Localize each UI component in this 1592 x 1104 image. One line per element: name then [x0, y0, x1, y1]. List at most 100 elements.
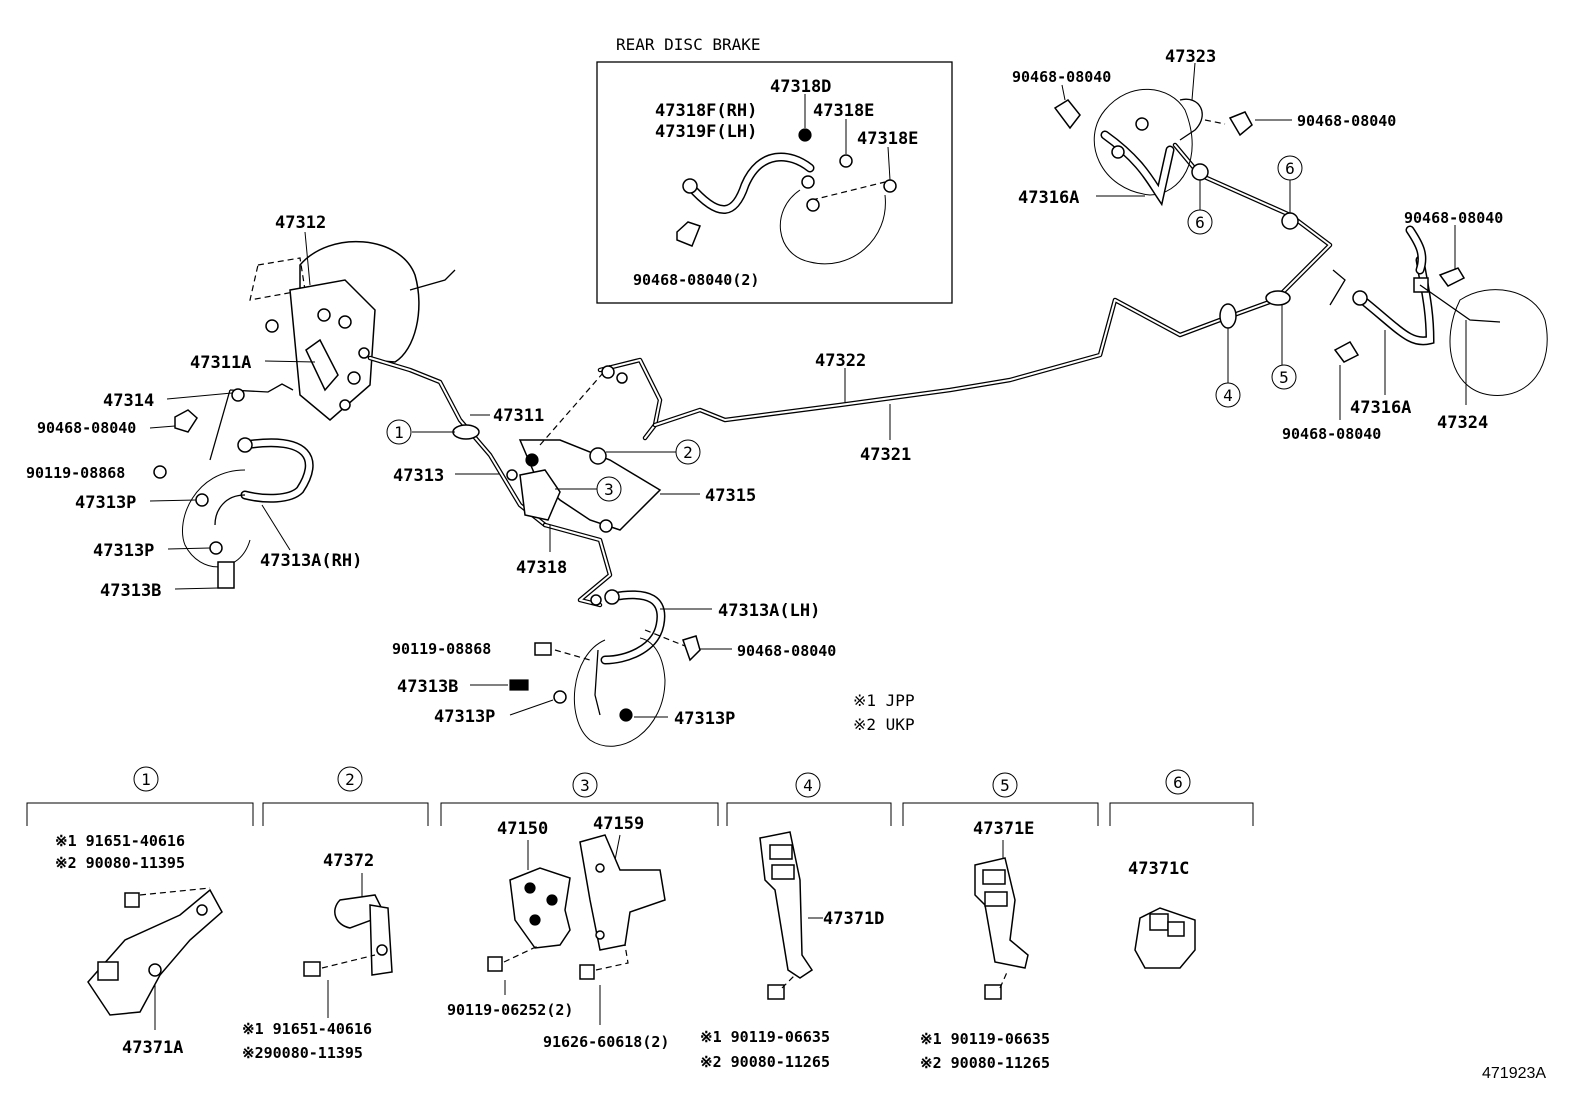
- detail-4-bolt: [767, 984, 785, 1000]
- rear-disc-brake-inset: REAR DISC BRAKE 47318D 47318E 47318E 473…: [596, 35, 953, 304]
- detail-5-bolt: [984, 984, 1002, 1000]
- label-47318d: 47318D: [770, 77, 831, 97]
- inset-clip-icon: [676, 221, 701, 247]
- detail-1-part-a: ※1 91651-40616: [55, 832, 185, 850]
- label-47321: 47321: [860, 445, 911, 465]
- rear-lh-hose-group: [1329, 225, 1548, 396]
- bleeder-47318d: [798, 128, 812, 142]
- label-47318e-a: 47318E: [813, 101, 874, 121]
- label-47313a-lh: 47313A(LH): [718, 601, 820, 621]
- label-47324: 47324: [1437, 413, 1488, 433]
- label-47313p-1: 47313P: [75, 493, 136, 513]
- detail-3-part-b: 47159: [593, 814, 644, 834]
- master-cylinder-bracket: [289, 279, 376, 421]
- callout-3: [596, 476, 622, 502]
- detail-2-marker: [337, 766, 363, 792]
- note-jpp: ※1 JPP: [853, 691, 915, 710]
- label-47313p-4: 47313P: [674, 709, 735, 729]
- svg-text:6: 6: [1195, 213, 1205, 232]
- detail-panel-6: 6 47371C: [1109, 769, 1254, 969]
- inset-title: REAR DISC BRAKE: [616, 35, 761, 54]
- svg-text:2: 2: [345, 770, 355, 789]
- label-47316a-right: 47316A: [1350, 398, 1411, 418]
- svg-text:5: 5: [1279, 368, 1289, 387]
- detail-3-marker: [572, 772, 598, 798]
- detail-panel-5: 5 47371E ※1 90119-06635 ※2 90080-11265: [902, 772, 1099, 1072]
- callout-markers: 1 2 3 4 5 6 6: [386, 155, 1303, 502]
- clamp-callout-2: [589, 447, 607, 465]
- detail-1-bolt: [124, 892, 140, 908]
- label-47311a: 47311A: [190, 353, 251, 373]
- label-clip-left: 90468-08040: [37, 419, 136, 437]
- inset-frame: [596, 61, 953, 304]
- rear-drum-outline-top: [1093, 88, 1193, 196]
- detail-panel-2: 2 47372 ※1 91651-40616 ※290080-11395: [242, 766, 429, 1062]
- svg-text:6: 6: [1173, 773, 1183, 792]
- label-47313p-3: 47313P: [434, 707, 495, 727]
- callout-1: [386, 419, 412, 445]
- detail-3-bolt-a: [487, 956, 503, 972]
- front-lh-hose-group: [509, 589, 701, 747]
- callout-2: [675, 439, 701, 465]
- label-47315: 47315: [705, 486, 756, 506]
- detail-1-marker: [133, 766, 159, 792]
- main-labels: 47312 47311A 47314 90468-08040 90119-088…: [26, 47, 1503, 729]
- inset-hose-fitting: [682, 178, 698, 194]
- label-47314: 47314: [103, 391, 154, 411]
- label-47316a-top: 47316A: [1018, 188, 1079, 208]
- detail-5-part-c: ※2 90080-11265: [920, 1054, 1050, 1072]
- label-clip-tr-1: 90468-08040: [1012, 68, 1111, 86]
- detail-3-part-a: 47150: [497, 819, 548, 839]
- valve-47311a: [305, 338, 339, 392]
- svg-text:4: 4: [803, 776, 813, 795]
- callout-4: [1215, 382, 1241, 408]
- bolt-47313b-left: [217, 561, 235, 589]
- inset-caliper-outline: [779, 189, 886, 265]
- svg-text:3: 3: [580, 776, 590, 795]
- detail-4-part-a: 47371D: [823, 909, 884, 929]
- legend-notes: ※1 JPP ※2 UKP: [853, 691, 915, 734]
- detail-1-part-c: 47371A: [122, 1038, 183, 1058]
- svg-text:2: 2: [683, 443, 693, 462]
- detail-5-part-b: ※1 90119-06635: [920, 1030, 1050, 1048]
- label-47319f-lh: 47319F(LH): [655, 122, 757, 142]
- nut-47318e-a: [839, 154, 853, 168]
- rear-rh-hose-group: [1053, 88, 1253, 207]
- detail-5-part-a: 47371E: [973, 819, 1034, 839]
- junction-47150: [509, 867, 571, 949]
- label-47322: 47322: [815, 351, 866, 371]
- callout-5: [1271, 364, 1297, 390]
- bracket-47371a: [87, 888, 223, 1016]
- rear-drum-outline-right: [1449, 289, 1548, 396]
- clamp-callout-4: [1219, 303, 1237, 329]
- detail-2-bolt: [303, 961, 321, 977]
- clamp-callout-6a: [1281, 212, 1299, 230]
- note-ukp: ※2 UKP: [853, 715, 915, 734]
- svg-text:5: 5: [1000, 776, 1010, 795]
- label-47313: 47313: [393, 466, 444, 486]
- label-clip-tr-2: 90468-08040: [1297, 112, 1396, 130]
- label-inset-clip: 90468-08040(2): [633, 271, 759, 289]
- detail-4-part-c: ※2 90080-11265: [700, 1053, 830, 1071]
- diagram-id: 471923A: [1482, 1065, 1546, 1082]
- svg-text:6: 6: [1285, 159, 1295, 178]
- knuckle-outline-lh: [573, 637, 666, 747]
- clamp-callout-1: [452, 424, 480, 440]
- detail-6-part-a: 47371C: [1128, 859, 1189, 879]
- detail-3-bolt-b: [579, 964, 595, 980]
- label-47313b-center: 47313B: [397, 677, 458, 697]
- junction-47318: [519, 469, 561, 521]
- detail-2-part-b: ※1 91651-40616: [242, 1020, 372, 1038]
- front-rh-hose-group: [153, 383, 314, 589]
- callout-6a: [1277, 155, 1303, 181]
- nut-47318e-b: [883, 179, 897, 193]
- label-47312: 47312: [275, 213, 326, 233]
- detail-3-part-c: 90119-06252(2): [447, 1001, 573, 1019]
- svg-text:3: 3: [604, 480, 614, 499]
- label-47313b-left: 47313B: [100, 581, 161, 601]
- label-bolt-center: 90119-08868: [392, 640, 491, 658]
- detail-3-part-d: 91626-60618(2): [543, 1033, 669, 1051]
- svg-text:1: 1: [141, 770, 151, 789]
